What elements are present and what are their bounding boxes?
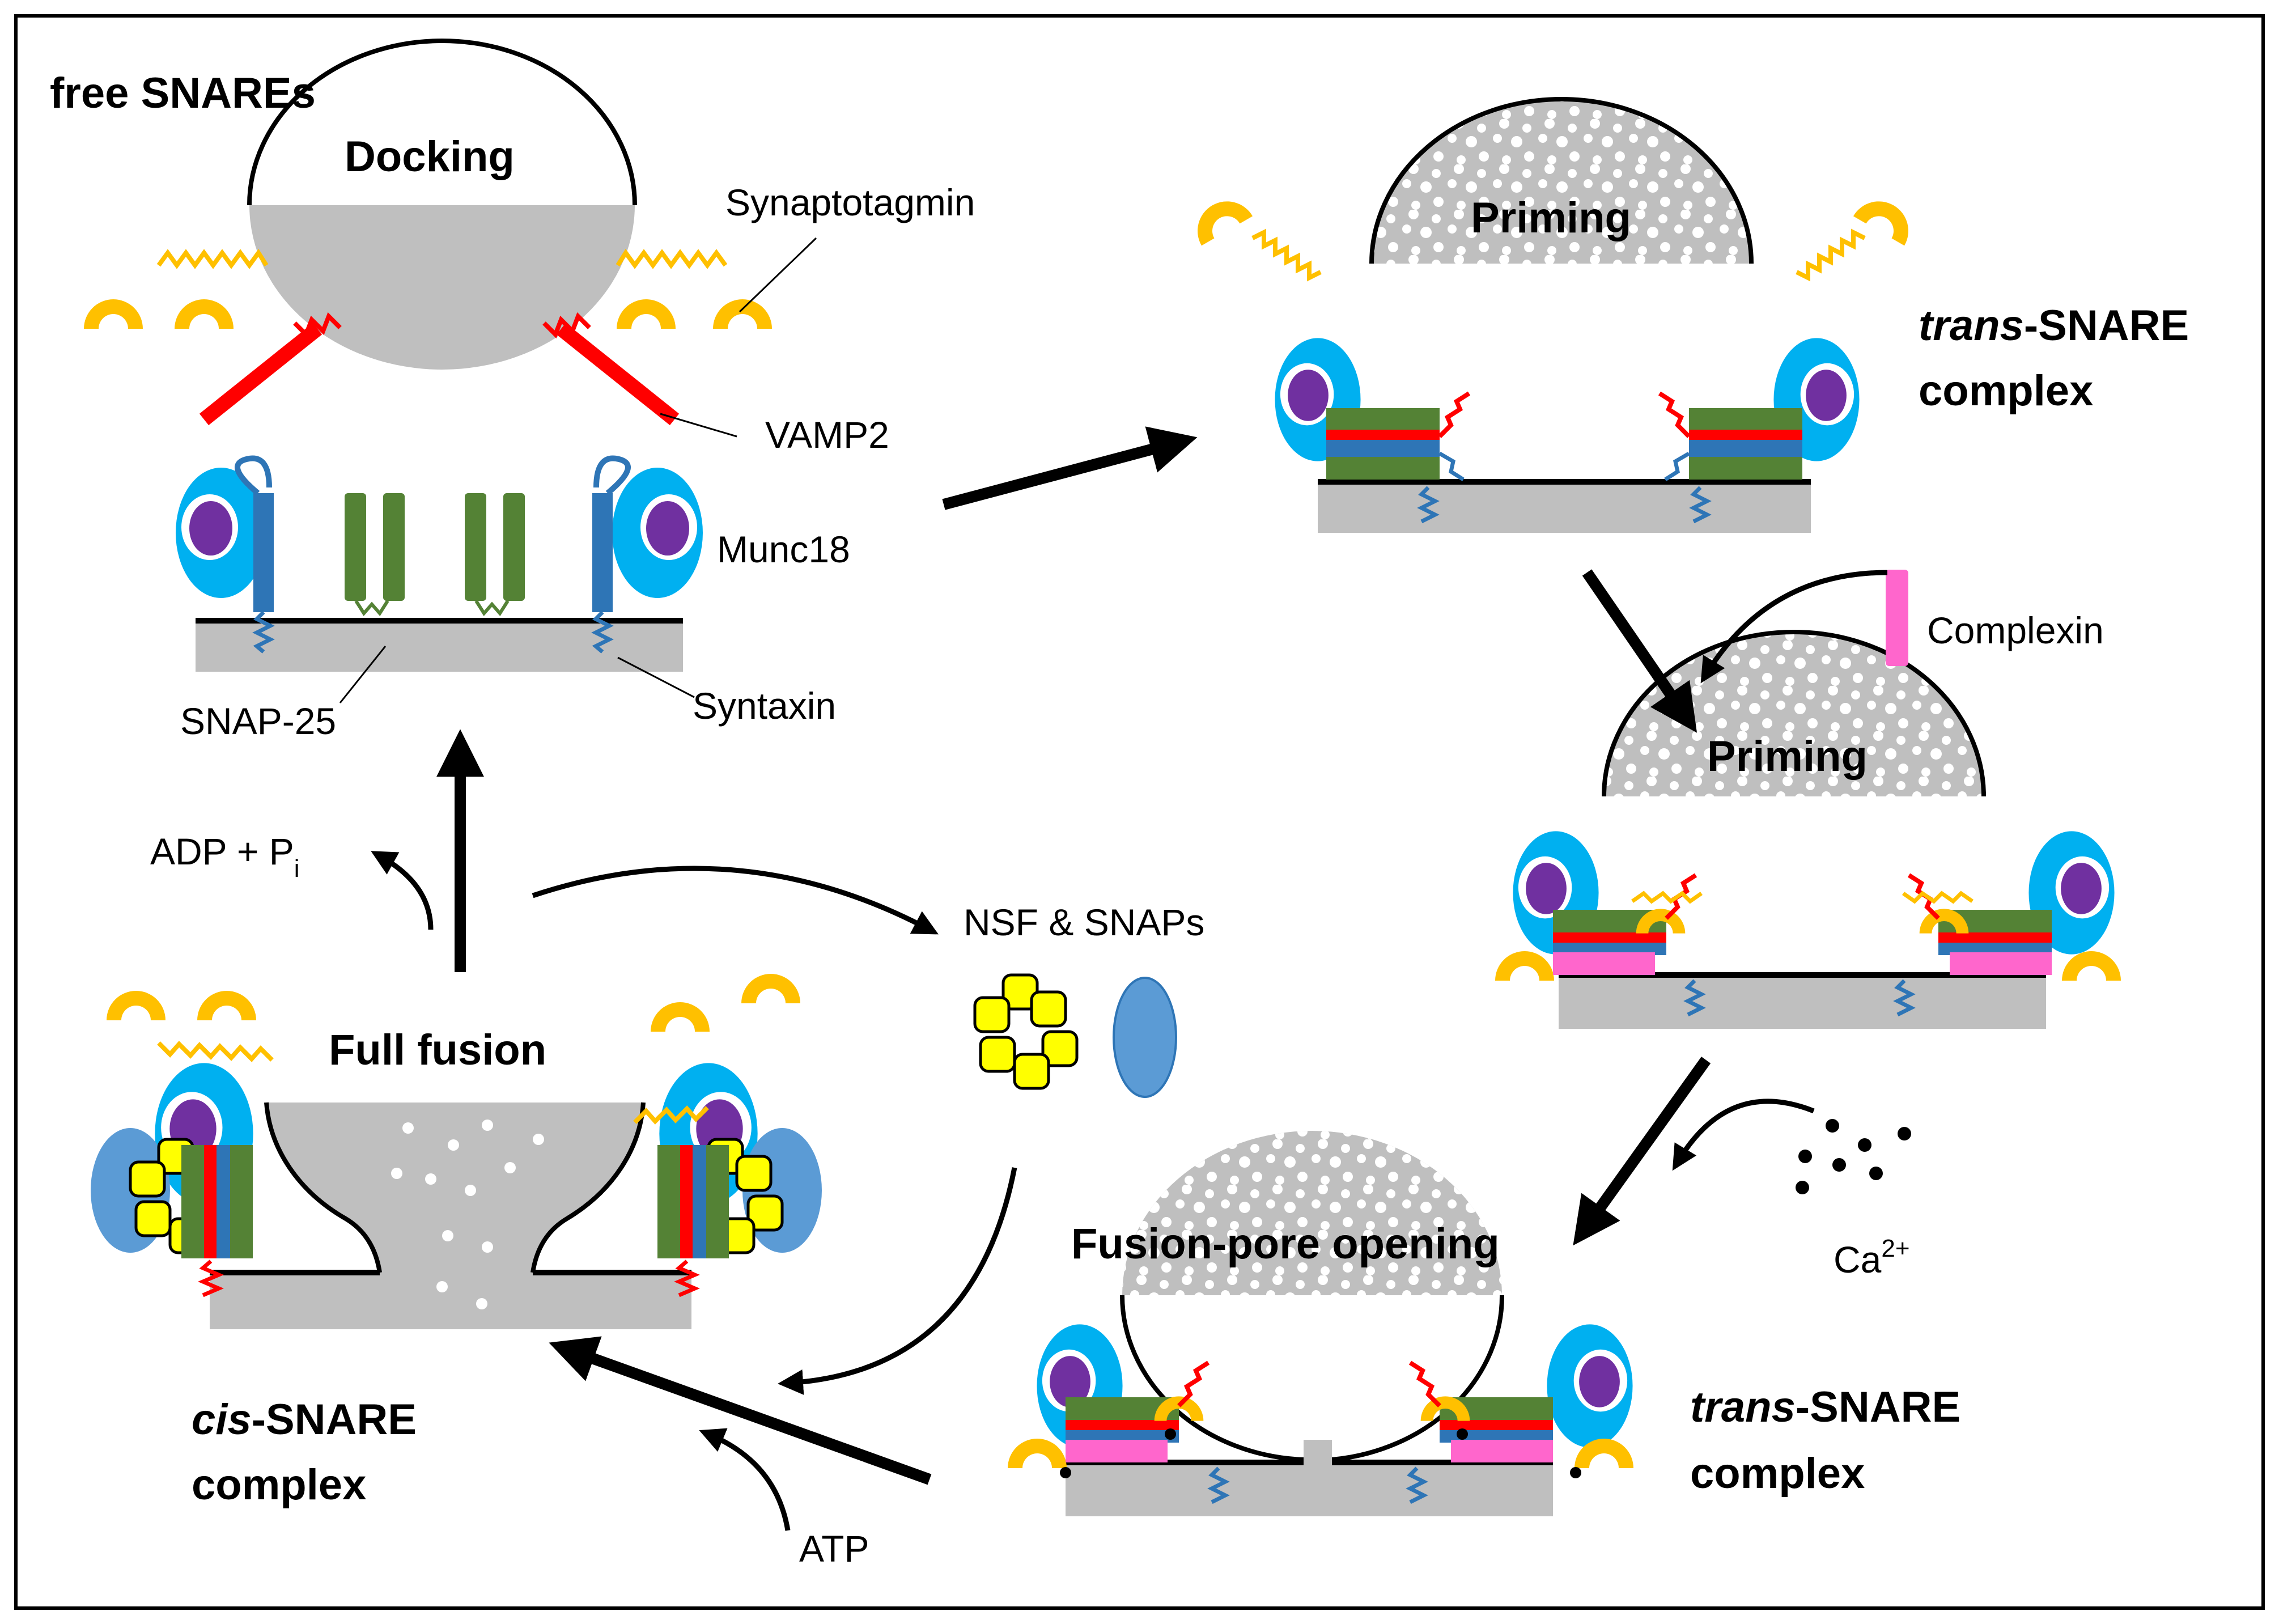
snare-cis-right [657,1145,729,1297]
arrow-complexin-in [1700,570,1888,684]
section-label: free SNAREs [50,69,316,117]
arrow-fusion-to-full [549,1336,932,1485]
fusion-pore [1304,1440,1332,1485]
synaptotagmin-c2-fp-left [1008,1439,1067,1468]
arrow-adp-release [371,851,434,930]
syntaxin-left [253,493,274,612]
figure-frame [14,14,2265,1610]
synaptotagmin-c2-ff-left-1 [107,991,165,1020]
snare-bundle-p2-right [1902,873,2052,975]
label-munc18: Munc18 [717,528,850,570]
full-fusion-membrane [210,1273,691,1329]
complexin-molecule [1886,570,1908,666]
syntaxin-right [592,493,613,612]
complexin-fp-right [1451,1440,1553,1462]
stage-fusion-pore-title: Fusion-pore opening [1071,1220,1500,1268]
calcium-bound-fp [1060,1428,1581,1478]
priming-1-membrane [1318,482,1811,533]
complexin-p2-right [1950,952,2052,975]
arrow-docking-to-priming [942,426,1198,510]
stage-docking-title: Docking [345,133,515,181]
syntaxin-leader [617,656,695,698]
snap25-pair-right [465,493,525,601]
docking-stage [84,39,817,703]
arrow-priming-to-fusion [1573,1057,1711,1246]
label-complexin: Complexin [1927,609,2104,651]
arrow-priming-to-priming [1582,569,1697,733]
cis-complex-line1: cis-SNARE [192,1396,417,1444]
synaptotagmin-c2-p2-right [2062,951,2121,981]
munc18-fp-right [1547,1324,1633,1448]
full-fusion-vesicle [266,1103,643,1329]
snare-bundle-fp-right [1408,1360,1553,1462]
trans-complex-1-line1: trans-SNARE [1919,302,2189,350]
synaptotagmin-c2-p1-left [1186,190,1253,246]
snare-cis-left [181,1145,253,1297]
label-calcium: Ca2+ [1834,1235,1910,1280]
synaptotagmin-c2-ff-left-2 [197,991,256,1020]
label-vamp2: VAMP2 [765,414,889,456]
synaptotagmin-linker-right [616,248,728,269]
synaptotagmin-c2-right-2 [713,299,772,329]
snare-bundle-p1-right [1658,391,1802,481]
arrow-nsf-to-full-fusion [778,1167,1017,1395]
synaptotagmin-c2-p2-left [1495,951,1554,981]
vamp2-left [199,323,322,426]
snare-bundle-p2-left [1553,873,1703,975]
priming-2-stage [1495,630,2121,1029]
snap25-pair-left [345,493,405,601]
label-nsf-snaps: NSF & SNAPs [964,901,1204,943]
released-transmitter [391,1120,544,1309]
fusion-pore-stage [1008,1131,1633,1516]
label-syntaxin: Syntaxin [693,685,836,727]
label-synaptotagmin: Synaptotagmin [725,181,975,223]
trans-complex-1-line2: complex [1919,367,2093,415]
docking-vesicle [247,39,637,370]
calcium-ions [1796,1119,1911,1194]
stage-priming-1-title: Priming [1471,194,1631,242]
full-fusion-stage [91,974,822,1329]
complexin-p2-left [1553,952,1655,975]
vamp2-leader [660,413,737,438]
complexin-fp-left [1066,1440,1168,1462]
priming-1-stage [1186,97,1920,533]
label-snap25: SNAP-25 [180,700,336,742]
snare-bundle-fp-left [1066,1360,1210,1462]
arrow-to-nsf [532,866,939,935]
vamp2-right [556,323,680,426]
synaptotagmin-c2-ff-right-2 [741,974,800,1003]
arrow-calcium-in [1672,1099,1815,1171]
snap25-leader [339,646,387,703]
synaptotagmin-c2-left-2 [175,299,234,329]
snaps-molecule [1113,977,1177,1098]
snare-bundle-p1-left [1326,391,1471,481]
synaptotagmin-c2-right-1 [617,299,676,329]
priming-2-membrane [1559,975,2046,1029]
munc18-right [612,468,703,598]
label-atp: ATP [799,1528,869,1570]
synaptotagmin-c2-ff-right-1 [651,1002,710,1032]
synaptotagmin-leader [739,237,817,313]
label-adp-pi: ADP + Pi [150,830,300,883]
synaptotagmin-linker-left [156,248,269,269]
arrow-atp-in [699,1428,791,1531]
trans-complex-2-line2: complex [1690,1449,1865,1498]
synaptotagmin-c2-left-1 [84,299,143,329]
trans-complex-2-line1: trans-SNARE [1690,1383,1960,1431]
nsf-hexamer [975,975,1077,1088]
cycle-arrows [371,426,1888,1531]
stage-full-fusion-title: Full fusion [329,1026,546,1074]
cis-complex-line2: complex [192,1461,366,1509]
stage-priming-2-title: Priming [1707,732,1868,781]
